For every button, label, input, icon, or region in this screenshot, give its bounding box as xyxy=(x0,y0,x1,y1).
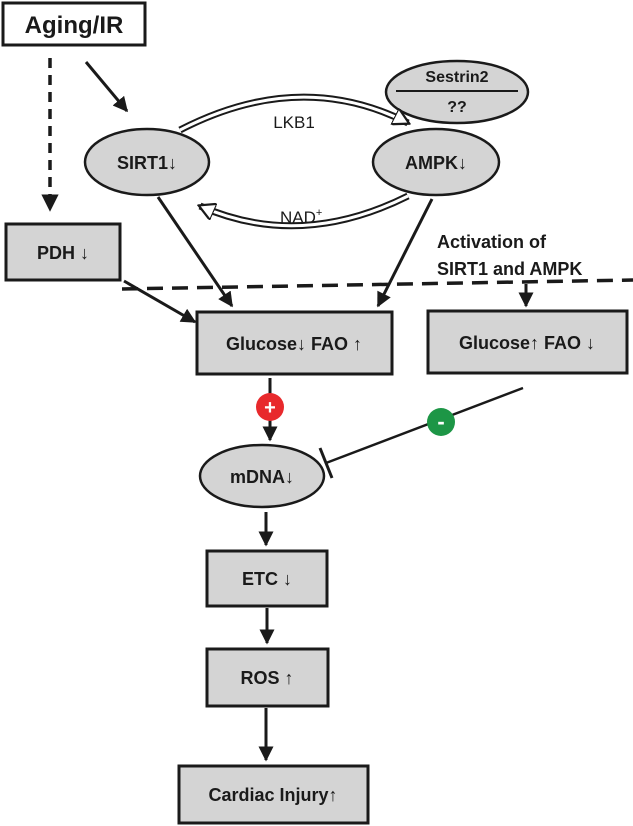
sestrin2-node: Sestrin2 ?? xyxy=(384,59,530,125)
etc-node: ETC ↓ xyxy=(205,549,329,608)
glucose-fao-left-label: Glucose↓ FAO ↑ xyxy=(226,334,362,354)
cardiac-injury-node: Cardiac Injury↑ xyxy=(177,764,370,825)
sirt1-label: SIRT1↓ xyxy=(117,153,177,173)
nad-curve-arrow xyxy=(200,194,409,228)
plus-badge-sign: + xyxy=(264,397,276,419)
mdna-label: mDNA↓ xyxy=(230,467,294,487)
sestrin2-label: Sestrin2 xyxy=(425,69,488,86)
plus-badge: + xyxy=(256,393,284,421)
minus-badge-sign: - xyxy=(437,409,444,434)
inhibition-tbar xyxy=(318,447,334,479)
activation-label-line1: Activation of xyxy=(437,232,547,252)
cardiac-injury-label: Cardiac Injury↑ xyxy=(208,785,337,805)
mdna-node: mDNA↓ xyxy=(198,443,326,509)
sirt1-to-glucose-arrow xyxy=(156,196,234,308)
etc-label: ETC ↓ xyxy=(242,569,292,589)
minus-badge: - xyxy=(427,408,455,436)
ampk-to-glucose-arrow xyxy=(376,198,434,308)
sirt1-node: SIRT1↓ xyxy=(83,127,211,197)
ros-node: ROS ↑ xyxy=(205,647,330,708)
nad-label: NAD+ xyxy=(280,207,322,227)
inhibition-line xyxy=(325,386,524,465)
aging-ir-node: Aging/IR xyxy=(1,1,147,47)
glucose-fao-left-node: Glucose↓ FAO ↑ xyxy=(195,310,394,376)
activation-label-line2: SIRT1 and AMPK xyxy=(437,259,582,279)
lkb1-label: LKB1 xyxy=(273,113,315,132)
glucose-fao-right-label: Glucose↑ FAO ↓ xyxy=(459,333,595,353)
ampk-label: AMPK↓ xyxy=(405,153,467,173)
glucose-fao-right-node: Glucose↑ FAO ↓ xyxy=(426,309,629,375)
lkb1-curve-arrow xyxy=(179,95,408,132)
dashed-separator-line xyxy=(121,278,633,291)
pdh-label: PDH ↓ xyxy=(37,243,89,263)
aging-to-sirt1-arrow xyxy=(84,61,129,113)
sestrin2-unknown-label: ?? xyxy=(447,99,467,116)
pdh-node: PDH ↓ xyxy=(4,222,122,282)
ros-label: ROS ↑ xyxy=(240,668,293,688)
aging-ir-label: Aging/IR xyxy=(25,12,124,39)
ampk-node: AMPK↓ xyxy=(371,127,501,197)
